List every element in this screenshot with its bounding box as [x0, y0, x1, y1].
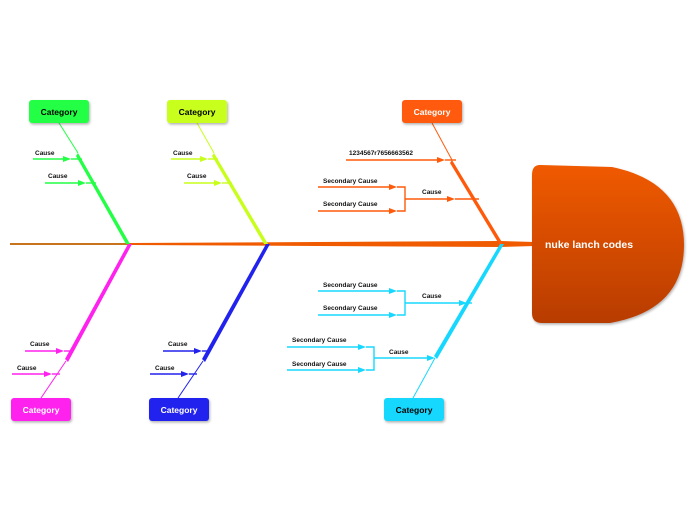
cause-label: Cause [155, 365, 175, 372]
category-box [402, 100, 462, 123]
cause-item[interactable]: Cause [33, 150, 82, 162]
secondary-cause-label: Secondary Cause [323, 305, 378, 312]
group-bracket [366, 346, 375, 371]
cause-label: 1234567r7656663562 [349, 150, 413, 157]
cause-label: Cause [35, 150, 55, 157]
branch-bone [76, 153, 130, 244]
category-box [384, 398, 444, 421]
category-label: Category [41, 107, 78, 117]
cause-item[interactable]: Cause [184, 173, 232, 186]
cause-item[interactable]: Cause [12, 365, 60, 377]
group-bracket [397, 186, 406, 212]
secondary-cause-label: Secondary Cause [323, 178, 378, 185]
branch-bone [212, 153, 268, 244]
cause-label: Cause [48, 173, 68, 180]
cause-item[interactable]: Cause [171, 150, 218, 162]
secondary-cause-label: Secondary Cause [292, 337, 347, 344]
group-bracket [397, 290, 406, 316]
category-node[interactable]: Category [11, 398, 71, 421]
category-connector [177, 360, 204, 399]
category-label: Category [23, 405, 60, 415]
branch-bone [65, 244, 132, 362]
secondary-cause-label: Secondary Cause [323, 201, 378, 208]
cause-arrowhead [44, 371, 52, 377]
cause-arrowhead [200, 156, 208, 162]
cause-group[interactable]: Secondary Cause Secondary Cause Cause [318, 282, 472, 318]
branch-bottom-mid: Category Cause Cause [149, 244, 270, 421]
cause-arrowhead [78, 180, 86, 186]
head-node[interactable]: nuke lanch codes [532, 165, 684, 323]
category-box [11, 398, 71, 421]
category-node[interactable]: Category [29, 100, 89, 123]
cause-item[interactable]: Cause [163, 341, 210, 354]
category-label: Category [161, 405, 198, 415]
cause-arrowhead [447, 196, 455, 202]
secondary-cause-arrowhead [358, 367, 366, 373]
cause-item[interactable]: Cause [150, 365, 197, 377]
cause-group[interactable]: Secondary Cause Secondary Cause Cause [287, 337, 435, 373]
cause-item[interactable]: 1234567r7656663562 [346, 150, 456, 163]
category-connector [58, 122, 79, 154]
category-label: Category [396, 405, 433, 415]
secondary-cause-arrowhead [389, 184, 397, 190]
category-connector [196, 122, 215, 154]
category-node[interactable]: Category [149, 398, 209, 421]
cause-arrowhead [181, 371, 189, 377]
branch-top-mid: Category Cause Cause [167, 100, 268, 244]
cause-label: Cause [17, 365, 37, 372]
category-node[interactable]: Category [402, 100, 462, 123]
category-connector [412, 357, 436, 399]
branch-top-right: Category 1234567r7656663562 Secondary Ca… [318, 100, 503, 244]
head-label: nuke lanch codes [545, 239, 633, 251]
cause-label: Cause [168, 341, 188, 348]
spine [10, 241, 535, 247]
cause-item[interactable]: Cause [45, 173, 96, 186]
cause-group[interactable]: Secondary Cause Secondary Cause Cause [318, 178, 479, 214]
cause-arrowhead [63, 156, 71, 162]
cause-arrowhead [194, 348, 202, 354]
branch-top-left: Category Cause Cause [29, 100, 130, 244]
head-shape [532, 165, 684, 323]
category-node[interactable]: Category [384, 398, 444, 421]
cause-label: Cause [173, 150, 193, 157]
branch-bone [202, 244, 270, 362]
cause-arrowhead [56, 348, 64, 354]
cause-arrowhead [214, 180, 222, 186]
secondary-cause-label: Secondary Cause [292, 361, 347, 368]
secondary-cause-arrowhead [358, 344, 366, 350]
cause-label: Cause [422, 189, 442, 196]
secondary-cause-arrowhead [389, 288, 397, 294]
category-node[interactable]: Category [167, 100, 227, 123]
cause-label: Cause [187, 173, 207, 180]
cause-label: Cause [30, 341, 50, 348]
category-connector [40, 360, 67, 399]
branch-bottom-right: Category Secondary Cause Secondary Cause… [287, 244, 504, 421]
category-box [167, 100, 227, 123]
cause-arrowhead [437, 157, 445, 163]
category-label: Category [414, 107, 451, 117]
spine-line-main [130, 241, 535, 247]
branch-bottom-left: Category Cause Cause [11, 244, 132, 421]
category-label: Category [179, 107, 216, 117]
cause-arrowhead [459, 300, 467, 306]
secondary-cause-label: Secondary Cause [323, 282, 378, 289]
cause-label: Cause [389, 349, 409, 356]
cause-item[interactable]: Cause [25, 341, 72, 354]
category-connector [431, 122, 453, 161]
cause-arrowhead [427, 355, 435, 361]
secondary-cause-arrowhead [389, 208, 397, 214]
category-box [149, 398, 209, 421]
category-box [29, 100, 89, 123]
branch-bone [450, 160, 503, 244]
branch-bone [434, 244, 504, 359]
secondary-cause-arrowhead [389, 312, 397, 318]
cause-label: Cause [422, 293, 442, 300]
